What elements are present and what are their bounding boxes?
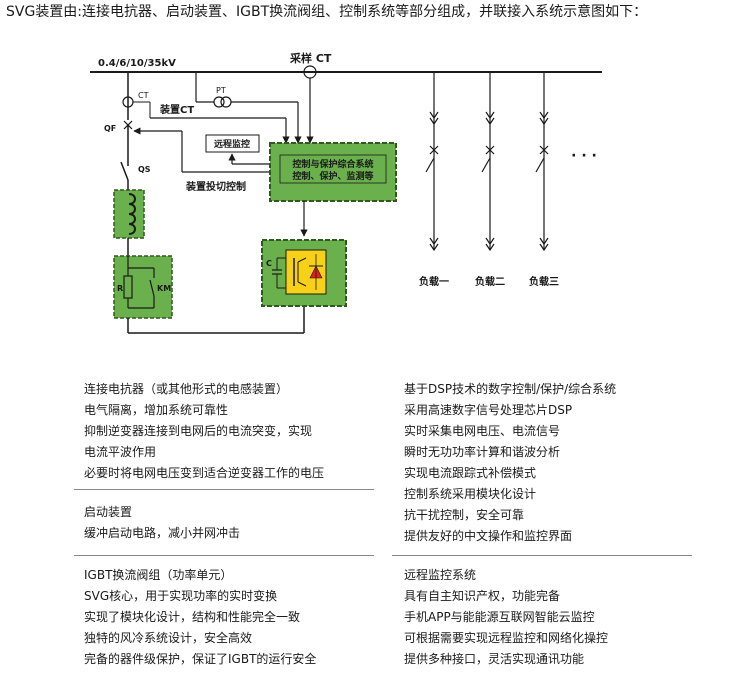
dsp-line-5: 控制系统采用模块化设计	[404, 487, 537, 501]
intro-text: SVG装置由:连接电抗器、启动装置、IGBT换流阀组、控制系统等部分组成，并联接…	[6, 4, 648, 20]
dsp-line-2: 实时采集电网电压、电流信号	[404, 424, 561, 438]
more-loads-ellipsis: · · ·	[571, 148, 597, 164]
qs-label: QS	[138, 165, 151, 174]
km-contact-symbol	[149, 279, 155, 297]
divider-left-2	[74, 555, 374, 556]
remote-title: 远程监控系统	[404, 568, 477, 582]
divider-right-1	[392, 555, 692, 556]
reactor-line-3: 电流平波作用	[84, 445, 157, 459]
dsp-title: 基于DSP技术的数字控制/保护/综合系统	[404, 382, 617, 396]
dsp-line-6: 抗干扰控制，安全可靠	[404, 508, 525, 522]
reactor-coil-symbol	[128, 193, 136, 235]
svg-connection-diagram: 0.4/6/10/35kV 采样 CT CT PT 装置CT QF 装置投切控制…	[90, 51, 602, 334]
remote-monitor-box	[205, 134, 260, 153]
qs-switch-blade	[120, 161, 129, 181]
reactor-line-2: 抑制逆变器连接到电网后的电流突变，实现	[84, 424, 313, 438]
reactor-section: 连接电抗器（或其他形式的电感装置） 电气隔离，增加系统可靠性 抑制逆变器连接到电…	[84, 379, 384, 484]
bus-voltage-label: 0.4/6/10/35kV	[98, 58, 176, 69]
load-feeder-2	[481, 72, 495, 252]
control-system-inner	[279, 154, 387, 184]
remote-line-1: 具有自主知识产权，功能完备	[404, 589, 561, 603]
dsp-line-1: 采用高速数字信号处理芯片DSP	[404, 403, 573, 417]
remote-line-4: 提供多种接口，灵活实现通讯功能	[404, 652, 585, 666]
control-system-title: 控制与保护综合系统	[292, 158, 373, 170]
startup-line-1: 缓冲启动电路，减小并网冲击	[84, 526, 241, 540]
igbt-line-4: 完备的器件级保护，保证了IGBT的运行安全	[84, 652, 317, 666]
load-2-label: 负载二	[475, 275, 505, 288]
pt-label: PT	[216, 86, 226, 95]
km-label: KM	[157, 284, 171, 293]
reactor-line-4: 必要时将电网电压变到适合逆变器工作的电压	[84, 466, 325, 480]
igbt-section: IGBT换流阀组（功率单元） SVG核心，用于实现功率的实时变换 实现了模块化设…	[84, 565, 384, 670]
dsp-line-4: 实现电流跟踪式补偿模式	[404, 466, 537, 480]
switch-control-label: 装置投切控制	[185, 180, 246, 193]
igbt-title: IGBT换流阀组（功率单元）	[84, 568, 233, 582]
pt-symbol-right	[220, 96, 232, 108]
capacitor-label: C	[266, 259, 272, 268]
device-ct-label: 装置CT	[159, 103, 194, 116]
load-feeder-1	[425, 72, 439, 252]
reactor-title: 连接电抗器（或其他形式的电感装置）	[84, 382, 289, 396]
remote-section: 远程监控系统 具有自主知识产权，功能完备 手机APP与能能源互联网智能云监控 可…	[404, 565, 724, 670]
dsp-line-7: 提供友好的中文操作和监控界面	[404, 529, 573, 543]
dsp-line-3: 瞬时无功功率计算和谐波分析	[404, 445, 561, 459]
igbt-valve-box	[261, 239, 347, 307]
r-label: R	[117, 284, 123, 293]
remote-line-2: 手机APP与能能源互联网智能云监控	[404, 610, 595, 624]
qf-label: QF	[104, 124, 116, 133]
load-3-label: 负载三	[529, 275, 559, 288]
igbt-line-3: 独特的风冷系统设计，安全高效	[84, 631, 253, 645]
reactor-line-1: 电气隔离，增加系统可靠性	[84, 403, 229, 417]
remote-monitor-label: 远程监控	[214, 138, 250, 150]
sampling-ct-label: 采样 CT	[289, 51, 332, 65]
startup-section: 启动装置 缓冲启动电路，减小并网冲击	[84, 502, 384, 544]
pt-symbol-left	[213, 96, 225, 108]
load-feeder-3	[535, 72, 549, 252]
igbt-line-2: 实现了模块化设计，结构和性能完全一致	[84, 610, 301, 624]
divider-left-1	[74, 489, 374, 490]
ct-label: CT	[138, 91, 149, 100]
igbt-line-1: SVG核心，用于实现功率的实时变换	[84, 589, 278, 603]
remote-line-3: 可根据需要实现远程监控和网络化操控	[404, 631, 609, 645]
igbt-module	[285, 249, 327, 295]
startup-title: 启动装置	[84, 505, 133, 519]
dsp-section: 基于DSP技术的数字控制/保护/综合系统 采用高速数字信号处理芯片DSP 实时采…	[404, 379, 724, 547]
load-1-label: 负载一	[419, 275, 449, 288]
control-system-subtitle: 控制、保护、监测等	[292, 170, 373, 182]
